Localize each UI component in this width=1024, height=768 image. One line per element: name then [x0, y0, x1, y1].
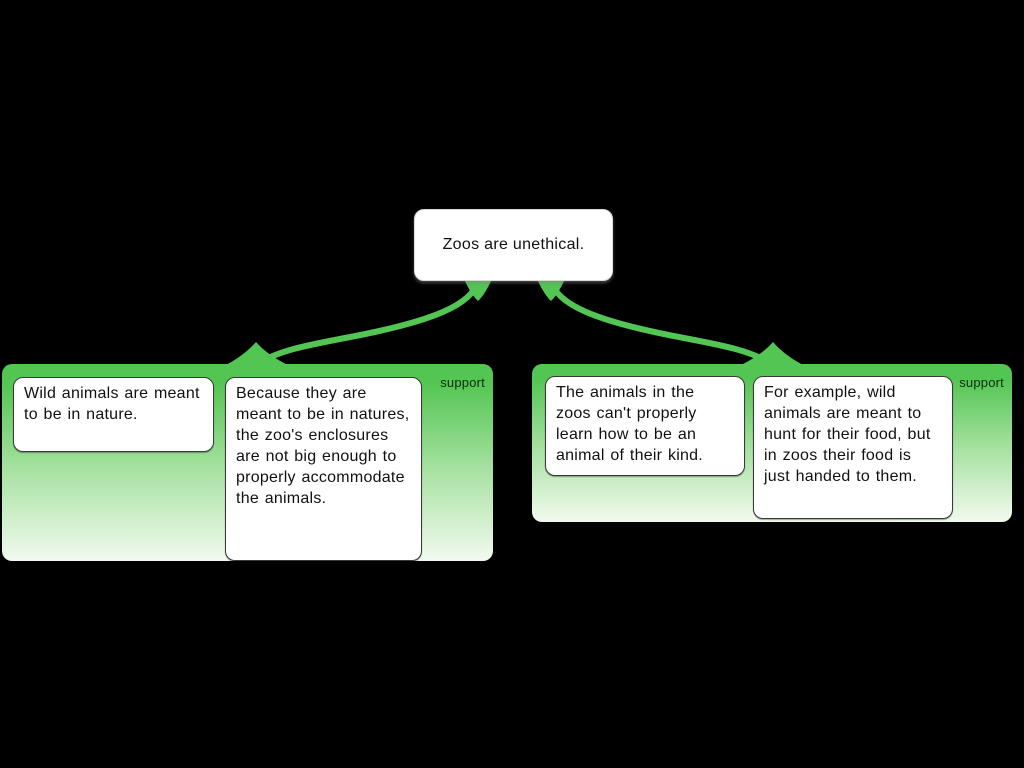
premise-card[interactable]: For example, wild animals are meant to h… — [753, 376, 953, 519]
support-connector-left — [222, 279, 492, 367]
premise-card[interactable]: Wild animals are meant to be in nature. — [13, 377, 214, 452]
premise-card-text: Because they are meant to be in natures,… — [236, 385, 410, 507]
premise-card-text: The animals in the zoos can't properly l… — [556, 384, 703, 464]
support-group-right[interactable]: support The animals in the zoos can't pr… — [532, 364, 1012, 522]
claim-node-label: Zoos are unethical. — [442, 236, 585, 253]
relation-type-label: support — [959, 375, 1004, 390]
premise-card-text: For example, wild animals are meant to h… — [764, 384, 931, 485]
claim-node[interactable]: Zoos are unethical. — [414, 209, 613, 281]
premise-card[interactable]: The animals in the zoos can't properly l… — [545, 376, 745, 476]
relation-type-label: support — [440, 375, 485, 390]
support-group-left[interactable]: support Wild animals are meant to be in … — [2, 364, 493, 561]
premise-card-text: Wild animals are meant to be in nature. — [24, 385, 200, 423]
support-connector-right — [537, 279, 807, 367]
premise-card[interactable]: Because they are meant to be in natures,… — [225, 377, 422, 561]
